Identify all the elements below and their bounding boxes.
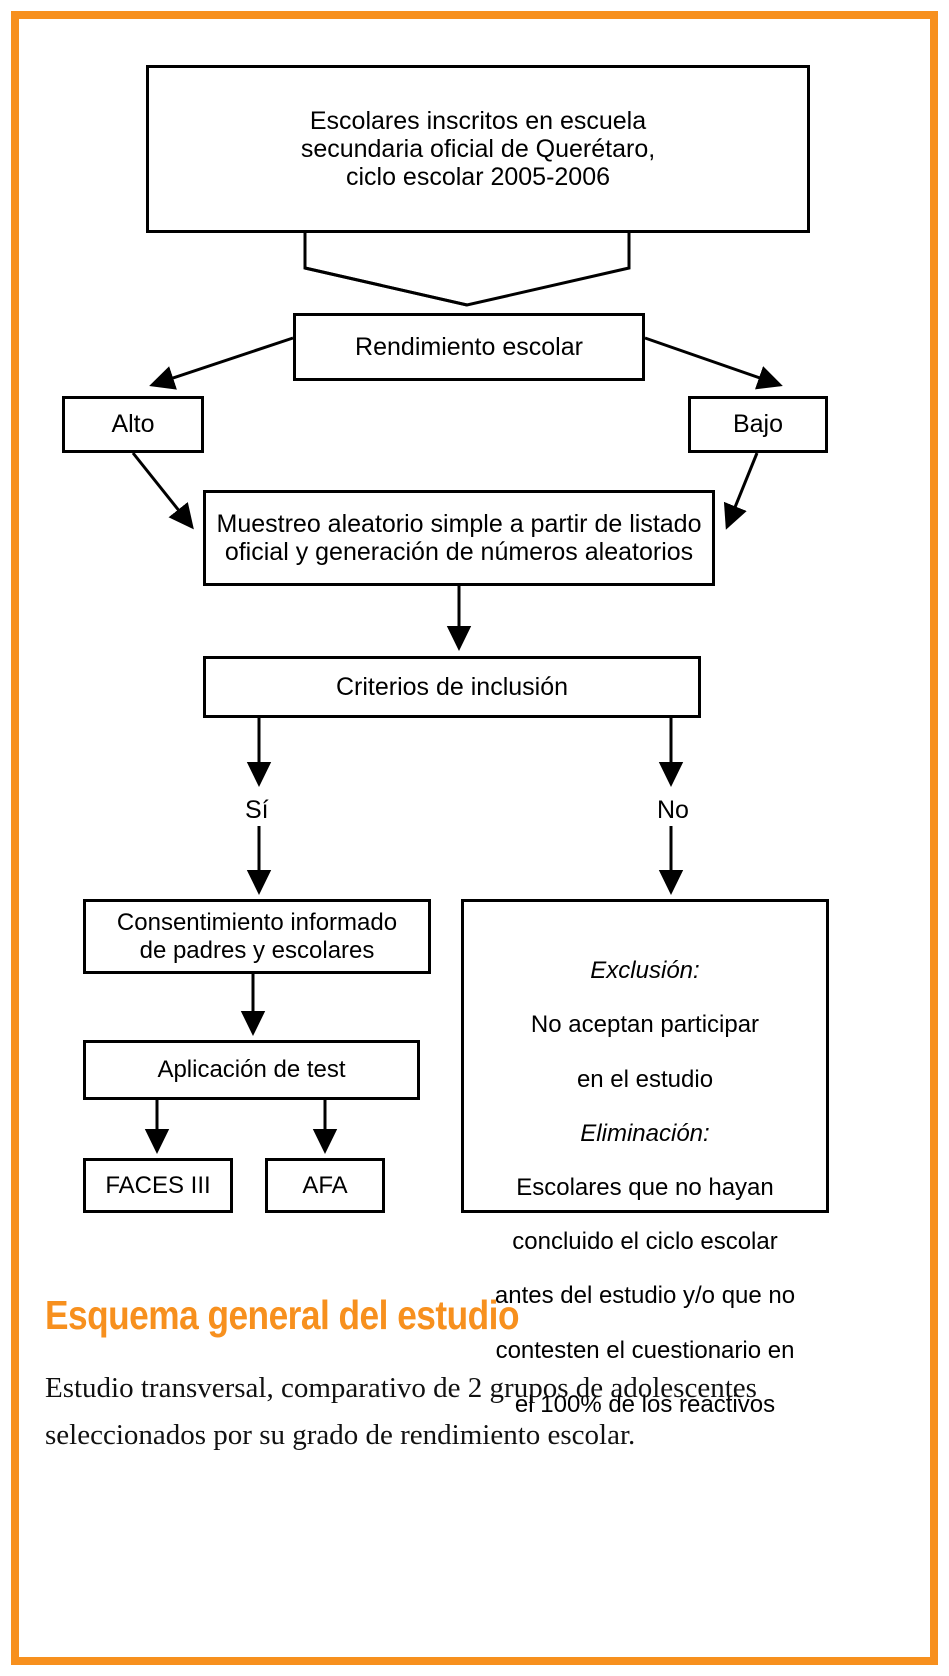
node-afa: AFA: [265, 1158, 385, 1213]
node-rendimiento-escolar: Rendimiento escolar: [293, 313, 645, 381]
node-muestreo-aleatorio: Muestreo aleatorio simple a partir de li…: [203, 490, 715, 586]
branch-label-no: No: [657, 796, 689, 824]
arrow-alto-to-muestreo: [131, 452, 194, 530]
node-bajo: Bajo: [688, 396, 828, 453]
exclusion-line-7: el 100% de los reactivos: [514, 1390, 776, 1418]
caption-title: Esquema general del estudio: [45, 1292, 519, 1338]
node-alto-label: Alto: [111, 410, 155, 439]
node-poblacion-escolar: Escolares inscritos en escuela secundari…: [146, 65, 810, 233]
node-bajo-label: Bajo: [732, 410, 784, 439]
exclusion-heading-2: Eliminación:: [580, 1119, 710, 1147]
exclusion-line-6: contesten el cuestionario en: [495, 1336, 795, 1364]
node-afa-label: AFA: [302, 1171, 348, 1199]
exclusion-line-2: en el estudio: [576, 1065, 714, 1093]
arrow-bajo-to-muestreo: [723, 452, 759, 530]
branch-label-yes: Sí: [245, 796, 269, 824]
funnel-connector: [303, 233, 631, 307]
node-consentimiento-informado: Consentimiento informado de padres y esc…: [83, 899, 431, 974]
figure-caption: Esquema general del estudio Estudio tran…: [45, 1292, 885, 1459]
node-faces-label: FACES III: [105, 1171, 211, 1199]
exclusion-line-4: concluido el ciclo escolar: [512, 1228, 778, 1256]
node-alto: Alto: [62, 396, 204, 453]
exclusion-line-5: antes del estudio y/o que no: [494, 1282, 796, 1310]
exclusion-line-1: No aceptan participar: [530, 1011, 760, 1039]
exclusion-line-3: Escolares que no hayan: [516, 1173, 774, 1201]
node-aplicacion-de-test: Aplicación de test: [83, 1040, 420, 1100]
node-aplicacion-label: Aplicación de test: [157, 1056, 346, 1084]
node-exclusion-eliminacion: Exclusión: No aceptan participar en el e…: [461, 899, 829, 1418]
exclusion-text-block: Exclusión: No aceptan participar en el e…: [464, 930, 826, 1418]
node-criterios-inclusion: Criterios de inclusión: [203, 656, 701, 718]
node-muestreo-label: Muestreo aleatorio simple a partir de li…: [216, 509, 702, 566]
node-criterios-label: Criterios de inclusión: [335, 672, 569, 701]
node-faces-iii: FACES III: [83, 1158, 233, 1213]
exclusion-heading-1: Exclusión:: [590, 957, 700, 985]
node-consentimiento-label: Consentimiento informado de padres y esc…: [116, 909, 398, 964]
arrow-rendimiento-to-bajo: [644, 336, 783, 390]
arrow-rendimiento-to-alto: [149, 336, 294, 390]
node-rendimiento-label: Rendimiento escolar: [355, 332, 583, 361]
node-poblacion-label: Escolares inscritos en escuela secundari…: [300, 106, 656, 192]
caption-body: Estudio transversal, comparativo de 2 gr…: [45, 1372, 757, 1451]
